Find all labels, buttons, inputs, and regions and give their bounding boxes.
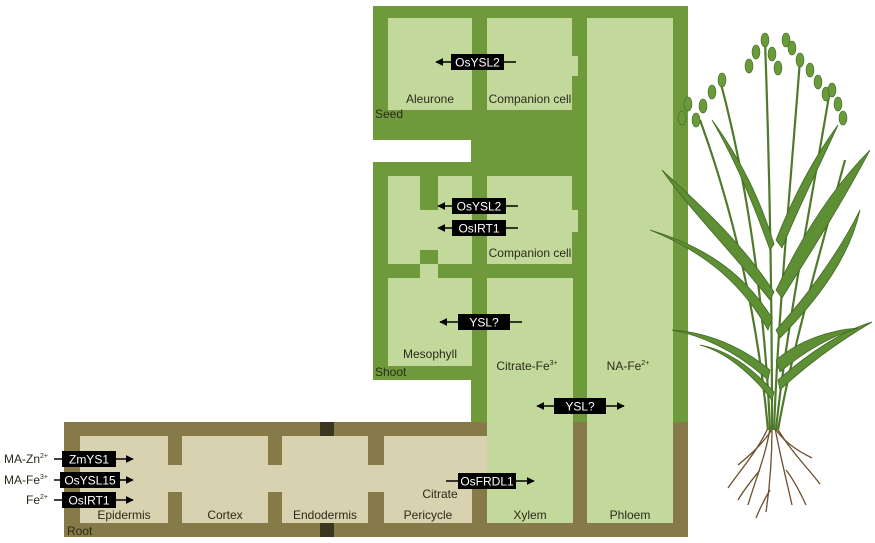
phloem-top — [587, 18, 673, 158]
companion-cell-seed-label: Companion cell — [489, 92, 572, 106]
citrate-label: Citrate — [422, 487, 458, 501]
osirt1-root-label: OsIRT1 — [68, 494, 109, 508]
cortex-label: Cortex — [207, 508, 242, 522]
osysl15-transporter: OsYSL15 — [54, 472, 134, 488]
osysl2-shoot-transporter: OsYSL2 — [437, 198, 518, 214]
upper-left-cell-a — [388, 176, 420, 264]
transporters: OsYSL2 OsYSL2 OsIRT1 YSL? YSL? — [54, 54, 625, 508]
phloem-joint — [587, 150, 673, 164]
seed-cells: Aleurone Companion cell Seed — [375, 18, 673, 158]
ysl-mesophyll-transporter: YSL? — [439, 314, 522, 330]
seed-region-label: Seed — [375, 107, 403, 121]
mesophyll-label: Mesophyll — [403, 347, 457, 361]
plant-leaves — [649, 119, 873, 401]
osirt1-root-transporter: OsIRT1 — [54, 492, 134, 508]
endodermis-label: Endodermis — [293, 508, 357, 522]
fe-label: Fe2+ — [26, 493, 48, 507]
aleurone-label: Aleurone — [406, 92, 454, 106]
plant-panicles — [677, 32, 848, 128]
zmys1-label: ZmYS1 — [69, 453, 109, 467]
osfrdl1-transporter: OsFRDL1 — [446, 473, 535, 489]
ysl-mesophyll-label: YSL? — [469, 316, 499, 330]
companion-cell-shoot-label: Companion cell — [489, 246, 572, 260]
root-cells: Epidermis Cortex Endodermis Pericycle Xy… — [67, 436, 650, 538]
mesophyll-opening — [420, 264, 438, 278]
osysl15-label: OsYSL15 — [64, 474, 116, 488]
ma-zn-label: MA-Zn2+ — [4, 452, 48, 466]
companion-cell-shoot — [487, 176, 578, 264]
plant-roots — [727, 427, 821, 519]
ysl-xylem-phloem-label: YSL? — [565, 400, 595, 414]
upper-left-cell-bridge — [420, 210, 438, 250]
root-cell-row — [80, 436, 472, 523]
pericycle-label: Pericycle — [404, 508, 453, 522]
shoot-region-label: Shoot — [375, 365, 407, 379]
epidermis-label: Epidermis — [97, 508, 150, 522]
na-fe-label: NA-Fe2+ — [607, 359, 650, 373]
osfrdl1-label: OsFRDL1 — [460, 475, 514, 489]
casparian-strip-top — [320, 422, 334, 436]
pericycle-xylem-connector — [472, 436, 487, 476]
osysl2-seed-label: OsYSL2 — [455, 56, 500, 70]
osirt1-shoot-transporter: OsIRT1 — [437, 220, 518, 236]
casparian-strip-bottom — [320, 523, 334, 537]
osysl2-seed-transporter: OsYSL2 — [435, 54, 516, 70]
ysl-xylem-phloem-transporter: YSL? — [536, 398, 625, 414]
citrate-fe-label: Citrate-Fe3+ — [496, 359, 557, 373]
phloem-label: Phloem — [610, 508, 651, 522]
osirt1-shoot-label: OsIRT1 — [458, 222, 499, 236]
xylem-label: Xylem — [513, 508, 546, 522]
shoot-cells: Companion cell Mesophyll Shoot Citrate-F… — [375, 150, 673, 523]
zmys1-transporter: ZmYS1 — [54, 451, 134, 467]
root-region-label: Root — [67, 524, 93, 538]
root-solutes: MA-Zn2+ MA-Fe3+ Fe2+ — [4, 452, 48, 507]
rice-plant-icon — [649, 32, 873, 519]
osysl2-shoot-label: OsYSL2 — [457, 200, 502, 214]
companion-cell-seed — [487, 18, 578, 110]
phloem-column — [587, 158, 673, 523]
ma-fe-label: MA-Fe3+ — [4, 473, 48, 487]
